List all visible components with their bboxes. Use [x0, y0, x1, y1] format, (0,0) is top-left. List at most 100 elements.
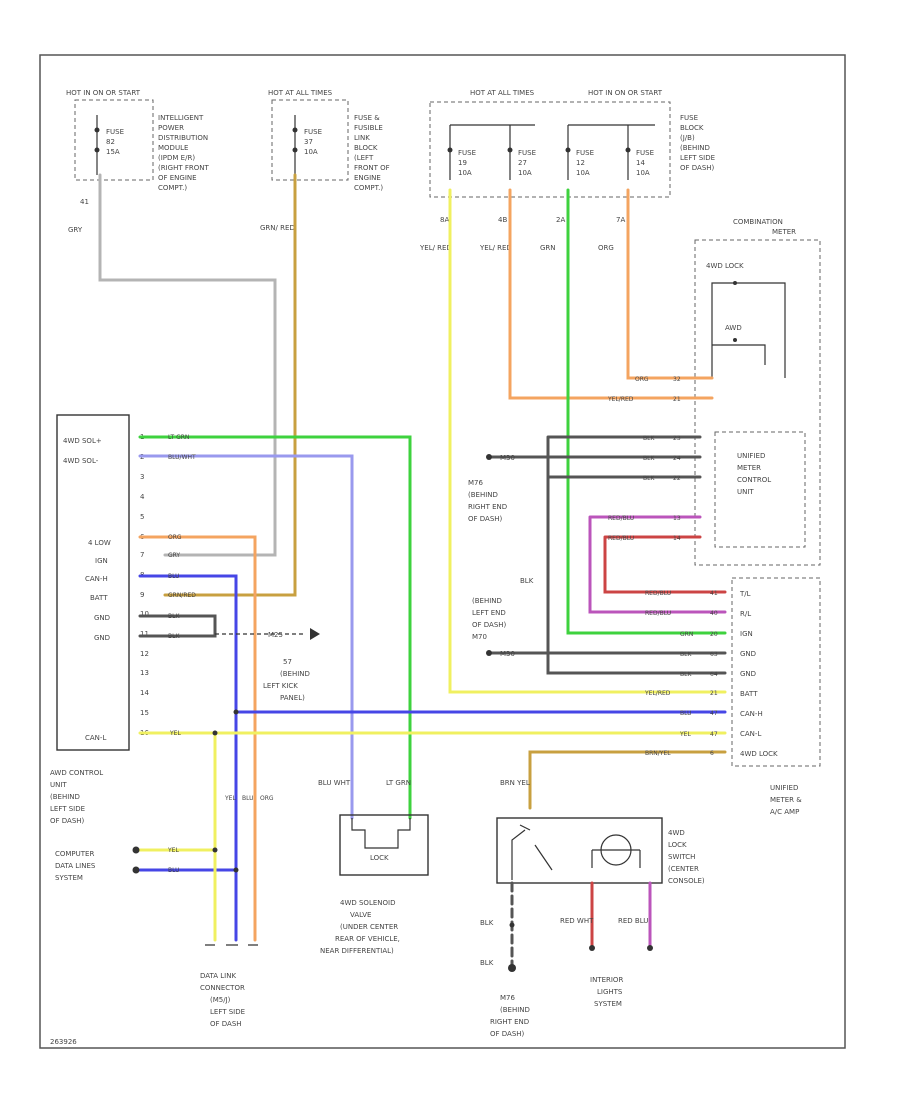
svg-text:RED/BLU: RED/BLU [645, 590, 671, 597]
wire-color-2a: GRN [540, 244, 556, 252]
svg-text:OF DASH): OF DASH) [490, 1030, 525, 1038]
fuse-14: FUSE 14 10A [636, 149, 654, 177]
svg-text:METER &: METER & [770, 796, 802, 804]
ground-m30-terminal [486, 454, 492, 460]
svg-text:METER: METER [737, 464, 761, 472]
lock-switch-pin-blk: BLK [480, 919, 494, 927]
svg-text:14: 14 [636, 159, 645, 167]
svg-text:UNIFIED: UNIFIED [737, 452, 765, 460]
svg-text:LIGHTS: LIGHTS [597, 988, 623, 996]
svg-text:FUSE: FUSE [576, 149, 594, 157]
svg-text:YEL/RED: YEL/RED [644, 690, 671, 697]
svg-text:(CENTER: (CENTER [668, 865, 699, 873]
svg-text:DISTRIBUTION: DISTRIBUTION [158, 134, 208, 142]
svg-text:32: 32 [673, 376, 681, 383]
wire-black-meter-gnd [488, 435, 727, 675]
svg-text:ORG: ORG [168, 534, 182, 541]
svg-text:YEL: YEL [224, 795, 236, 802]
svg-text:24: 24 [673, 455, 681, 462]
data-link-pin-colors: YEL BLU ORG [224, 795, 274, 802]
svg-text:4WD SOL-: 4WD SOL- [63, 457, 99, 465]
svg-text:POWER: POWER [158, 124, 184, 132]
pin-2a: 2A [556, 216, 565, 224]
data-link-blu-label: BLU [168, 867, 180, 874]
lock-switch-pin-red-blu: RED BLU [618, 917, 648, 925]
ground-m25-terminal [310, 628, 320, 640]
svg-text:BATT: BATT [90, 594, 108, 602]
svg-text:13: 13 [673, 515, 681, 522]
svg-text:INTELLIGENT: INTELLIGENT [158, 114, 204, 122]
svg-text:LEFT SIDE: LEFT SIDE [210, 1008, 245, 1016]
svg-text:FUSE: FUSE [458, 149, 476, 157]
wire-red-blu [588, 515, 727, 614]
svg-text:BLU/WHT: BLU/WHT [168, 454, 196, 461]
fuse2-num: 37 [304, 138, 313, 146]
svg-text:(BEHIND: (BEHIND [468, 491, 498, 499]
svg-text:RED/BLU: RED/BLU [645, 610, 671, 617]
svg-text:19: 19 [458, 159, 467, 167]
wire-lt-green-sol [138, 435, 412, 820]
indicator-awd: AWD [725, 324, 742, 332]
svg-text:ORG: ORG [635, 376, 649, 383]
svg-text:GRN/RED: GRN/RED [168, 592, 196, 599]
meter-wire-labels: ORG 32 YEL/RED 21 BLK 23 BLK 24 BLK 22 R… [607, 376, 681, 542]
svg-text:GND: GND [740, 650, 756, 658]
svg-text:11: 11 [140, 630, 149, 638]
ground-m2-wire: BLK [520, 577, 534, 585]
svg-text:40: 40 [710, 610, 718, 617]
lock-switch-contacts [511, 824, 553, 880]
data-link-connector-label: DATA LINK CONNECTOR (M5/J) LEFT SIDE OF … [200, 972, 245, 1028]
svg-text:T/L: T/L [739, 590, 751, 598]
data-link-yel-label: YEL [167, 847, 179, 854]
svg-text:CAN-L: CAN-L [740, 730, 761, 738]
svg-text:OF DASH): OF DASH) [50, 817, 85, 825]
svg-text:5: 5 [140, 513, 144, 521]
svg-text:LEFT KICK: LEFT KICK [263, 682, 298, 690]
svg-text:GRN: GRN [680, 631, 693, 638]
svg-text:63: 63 [710, 651, 718, 658]
svg-text:DATA LINES: DATA LINES [55, 862, 96, 870]
svg-text:OF DASH): OF DASH) [680, 164, 715, 172]
ground-m70-terminal [486, 650, 492, 656]
wire-orange-7a [626, 188, 714, 380]
unified-meter-ac-amp [731, 577, 821, 767]
svg-text:12: 12 [576, 159, 585, 167]
svg-text:CONTROL: CONTROL [737, 476, 771, 484]
pin-7a: 7A [616, 216, 625, 224]
wire-black-gnd [138, 614, 305, 638]
svg-text:21: 21 [710, 690, 718, 697]
svg-text:FUSE &: FUSE & [354, 114, 380, 122]
data-link-terminal-yel [132, 846, 140, 854]
svg-text:10: 10 [140, 610, 149, 618]
svg-text:41: 41 [710, 590, 718, 597]
awd-control-unit-label: AWD CONTROL UNIT (BEHIND LEFT SIDE OF DA… [50, 769, 103, 825]
svg-text:4 LOW: 4 LOW [88, 539, 111, 547]
svg-text:BLK: BLK [168, 633, 180, 640]
wire-color-4b: YEL/ RED [479, 244, 512, 252]
svg-text:(BEHIND: (BEHIND [472, 597, 502, 605]
svg-text:NEAR DIFFERENTIAL): NEAR DIFFERENTIAL) [320, 947, 394, 955]
lock-switch-ground-wire: BLK [480, 959, 494, 967]
svg-text:(BEHIND: (BEHIND [280, 670, 310, 678]
svg-text:BLK: BLK [643, 475, 655, 482]
wire-color-8a: YEL/ RED [419, 244, 452, 252]
svg-text:4WD SOL+: 4WD SOL+ [63, 437, 102, 445]
diagram-frame [39, 54, 846, 1049]
svg-text:4WD LOCK: 4WD LOCK [740, 750, 778, 758]
svg-text:(BEHIND: (BEHIND [50, 793, 80, 801]
svg-text:BLK: BLK [643, 455, 655, 462]
svg-text:3: 3 [140, 473, 144, 481]
svg-text:BLU: BLU [242, 795, 254, 802]
svg-text:BLU: BLU [168, 573, 180, 580]
svg-text:LT GRN: LT GRN [386, 779, 411, 787]
wire-yellow-can-l [138, 731, 727, 942]
wire-green-2a [566, 188, 727, 635]
svg-text:LEFT END: LEFT END [472, 609, 506, 617]
svg-text:15: 15 [140, 709, 149, 717]
svg-text:64: 64 [710, 671, 718, 678]
fuse-12: FUSE 12 10A [576, 149, 594, 177]
fuse-jb-location: FUSE BLOCK (J/B) (BEHIND LEFT SIDE OF DA… [680, 114, 715, 172]
wire-color-7a: ORG [598, 244, 614, 252]
svg-text:ORG: ORG [260, 795, 274, 802]
fuse1-location: INTELLIGENT POWER DISTRIBUTION MODULE (I… [158, 114, 209, 192]
